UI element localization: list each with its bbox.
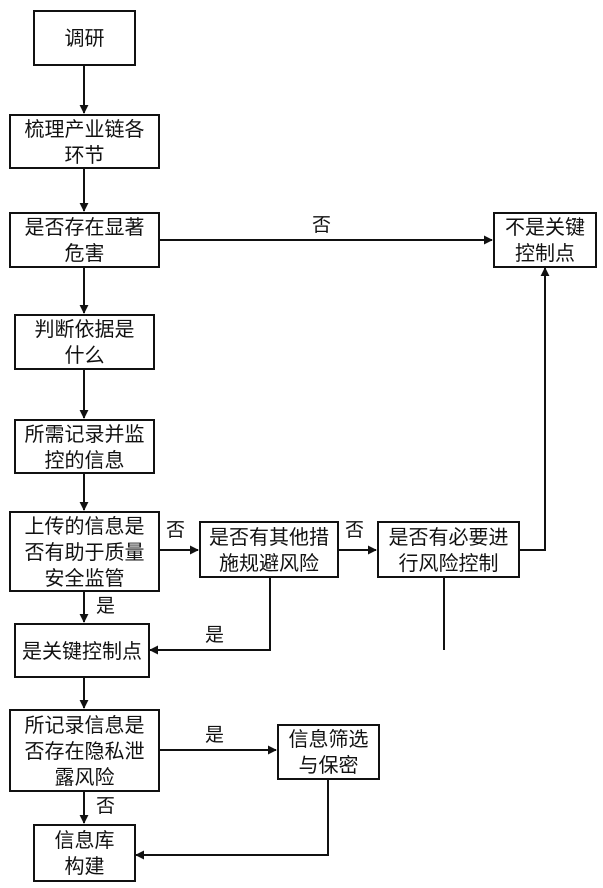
- node-text-line: 什么: [64, 343, 105, 367]
- node-text: 是否存在显著危害: [25, 214, 145, 266]
- node-text: 不是关键控制点: [505, 214, 585, 266]
- node-upload: 上传的信息是否有助于质量安全监管: [9, 511, 160, 592]
- node-records: 所需记录并监控的信息: [14, 419, 155, 474]
- node-text-line: 所需记录并监: [24, 421, 145, 446]
- node-privacy: 所记录信息是否存在隐私泄露风险: [9, 709, 160, 792]
- node-need-control: 是否有必要进行风险控制: [377, 521, 520, 578]
- node-text-line: 信息筛选: [288, 727, 369, 751]
- node-text-line: 安全监管: [44, 565, 125, 590]
- label-privacy-yes: 是: [205, 724, 225, 746]
- label-need-yes: 是: [205, 624, 225, 646]
- node-text-line: 是否有必要进: [388, 524, 509, 549]
- node-text-line: 是否有其他措: [209, 524, 329, 549]
- node-hazard: 是否存在显著危害: [9, 212, 160, 268]
- node-research: 调研: [33, 10, 136, 66]
- node-text-line: 危害: [64, 241, 105, 265]
- edge-filter-db: [135, 780, 329, 860]
- node-text-line: 是否存在显著: [24, 215, 145, 239]
- node-text-line: 信息库: [54, 828, 115, 852]
- node-text-line: 判断依据是: [34, 317, 135, 341]
- node-is-ccp: 是关键控制点: [14, 623, 150, 678]
- node-text-line: 环节: [64, 142, 105, 167]
- node-text-line: 所记录信息是: [24, 712, 145, 737]
- node-text-line: 上传的信息是: [24, 513, 145, 538]
- node-text-line: 与保密: [298, 753, 359, 777]
- node-text: 信息筛选与保密: [289, 726, 369, 778]
- node-text: 是关键控制点: [22, 638, 142, 664]
- node-filter: 信息筛选与保密: [277, 724, 380, 780]
- node-text: 梳理产业链各环节: [25, 116, 145, 168]
- node-text: 是否有必要进行风险控制: [389, 524, 509, 576]
- node-text-line: 控的信息: [44, 447, 125, 472]
- node-text-line: 构建: [64, 854, 105, 878]
- node-text: 信息库构建: [55, 827, 115, 879]
- node-text: 判断依据是什么: [35, 316, 135, 368]
- node-text-line: 调研: [64, 26, 105, 50]
- node-other-measures: 是否有其他措施规避风险: [199, 521, 339, 578]
- label-measures-no: 否: [345, 519, 365, 541]
- node-text-line: 施规避风险: [219, 550, 319, 575]
- node-not-ccp: 不是关键控制点: [493, 212, 597, 268]
- node-text-line: 是关键控制点: [22, 638, 142, 663]
- node-text-line: 露风险: [54, 764, 115, 789]
- node-text: 所记录信息是否存在隐私泄露风险: [25, 712, 145, 790]
- node-text: 调研: [65, 25, 105, 51]
- node-text-line: 行风险控制: [398, 550, 499, 575]
- label-privacy-no: 否: [96, 795, 116, 817]
- edge-measures-isccp: [149, 578, 271, 655]
- label-upload-yes: 是: [96, 595, 116, 617]
- node-text-line: 不是关键: [505, 215, 585, 239]
- node-sort-chain: 梳理产业链各环节: [9, 114, 160, 169]
- label-hazard-no: 否: [312, 214, 332, 236]
- node-text-line: 否有助于质量: [24, 539, 145, 564]
- edge-need-notccp: [520, 267, 550, 551]
- node-text-line: 梳理产业链各: [24, 116, 145, 141]
- node-text-line: 否存在隐私泄: [24, 738, 145, 763]
- node-text: 是否有其他措施规避风险: [209, 524, 329, 576]
- label-upload-no: 否: [166, 519, 186, 541]
- node-db: 信息库构建: [33, 824, 136, 882]
- node-text-line: 控制点: [515, 241, 575, 265]
- node-text: 上传的信息是否有助于质量安全监管: [25, 513, 145, 591]
- node-text: 所需记录并监控的信息: [25, 421, 145, 473]
- node-basis: 判断依据是什么: [14, 314, 155, 370]
